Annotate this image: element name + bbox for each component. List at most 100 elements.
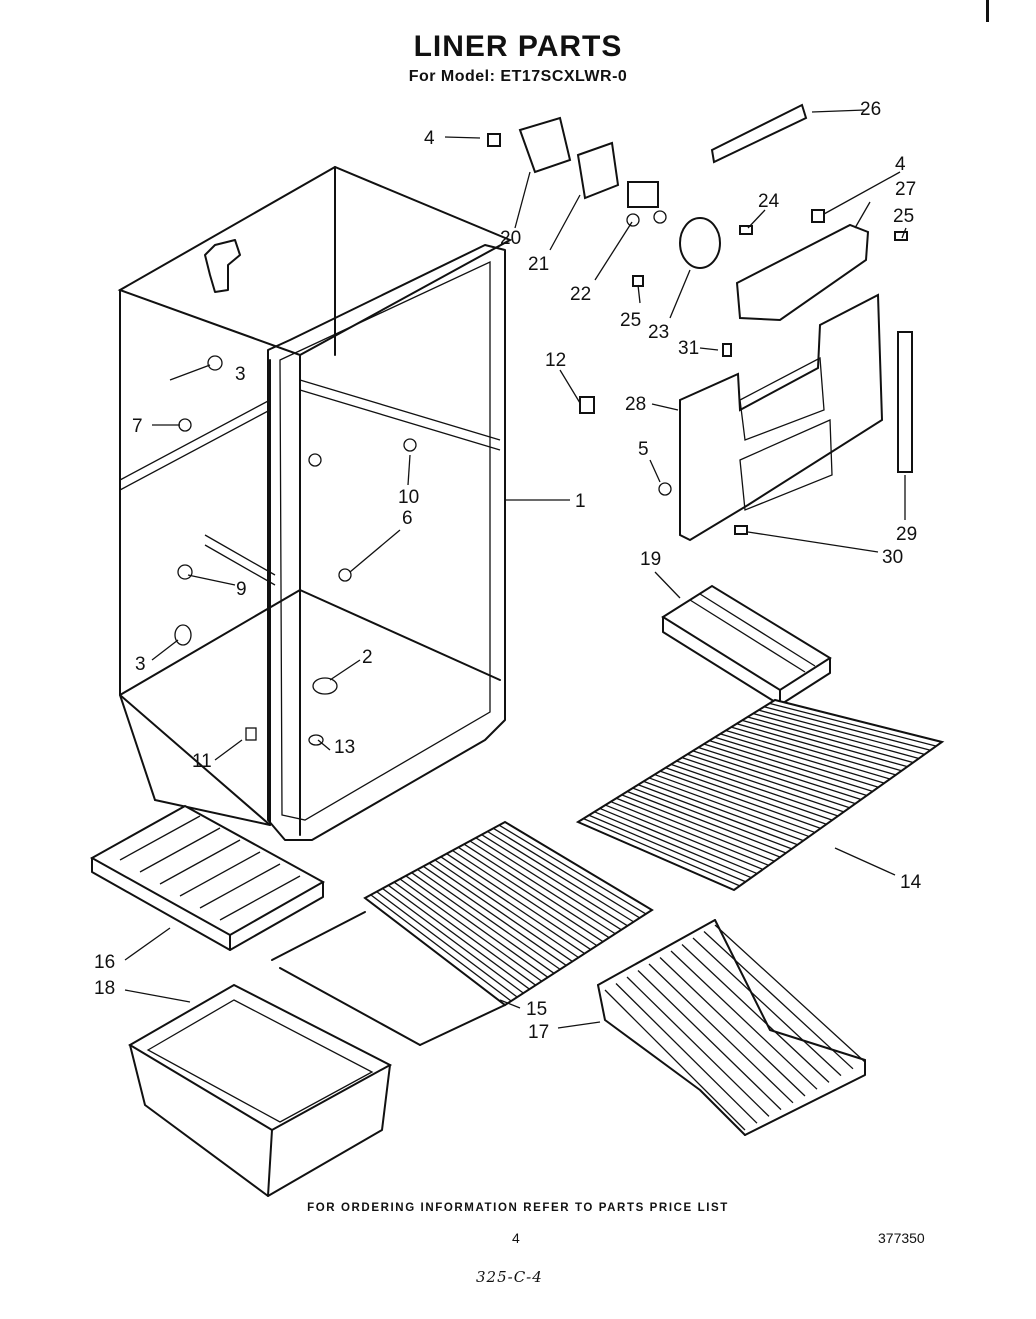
wire-rod	[736, 723, 902, 772]
wire-rod	[577, 821, 735, 891]
wire-rod	[731, 726, 896, 776]
wire-rod	[747, 716, 914, 764]
wire-rod	[758, 709, 925, 755]
wire-rod	[703, 931, 854, 1070]
wire-rod	[615, 983, 758, 1124]
callout-3: 3	[235, 364, 246, 385]
wire-rod	[434, 859, 579, 959]
wire-rod	[720, 733, 885, 784]
wire-rod	[457, 846, 604, 943]
callout-10: 10	[398, 487, 419, 508]
wire-rod	[692, 937, 842, 1077]
wire-rod	[637, 784, 798, 846]
wire-rod	[583, 818, 741, 887]
wire-rod	[588, 814, 746, 883]
wire-rod	[594, 811, 752, 879]
wire-shelf-large	[575, 698, 945, 892]
callout-18: 18	[94, 978, 115, 999]
wire-rod	[446, 853, 592, 951]
handwritten-note: 325-C-4	[476, 1268, 543, 1286]
callout-13: 13	[334, 737, 355, 758]
wire-rod	[681, 756, 844, 813]
wire-shelf-small	[271, 820, 654, 1046]
crisper-pan	[128, 983, 393, 1197]
callout-2: 2	[362, 647, 373, 668]
air-duct-cover	[579, 293, 913, 542]
wire-rod	[627, 790, 787, 854]
page-edge-mark	[986, 0, 989, 22]
wire-rod	[626, 976, 770, 1117]
wire-rod	[681, 944, 830, 1083]
callout-23: 23	[648, 322, 669, 343]
wire-rod	[692, 750, 856, 805]
wire-rod	[709, 740, 873, 792]
wire-rod	[616, 797, 775, 862]
crisper-cover	[89, 804, 326, 951]
callout-15: 15	[526, 999, 547, 1020]
wire-rod	[487, 830, 634, 923]
callout-29: 29	[896, 524, 917, 545]
wire-rod	[422, 865, 567, 966]
callout-26: 26	[860, 99, 881, 120]
callout-5: 5	[638, 439, 649, 460]
callout-7: 7	[132, 416, 143, 437]
wire-rod	[599, 807, 758, 875]
callout-6: 6	[402, 508, 413, 529]
callout-22: 22	[570, 284, 591, 305]
callout-31: 31	[678, 338, 699, 359]
callout-19: 19	[640, 549, 661, 570]
wire-rod	[498, 824, 647, 915]
wire-rod	[659, 957, 806, 1097]
callout-9: 9	[236, 579, 247, 600]
wire-rod	[665, 767, 827, 825]
wire-rod	[632, 787, 793, 850]
wire-rod	[648, 777, 810, 838]
wire-rod	[463, 843, 610, 939]
wire-rod	[399, 878, 543, 982]
callout-24: 24	[758, 191, 780, 212]
document-number: 377350	[878, 1230, 925, 1246]
wire-rod	[714, 736, 879, 788]
wire-rod	[452, 849, 598, 947]
wire-rod	[492, 827, 641, 919]
page-title: LINER PARTS	[413, 30, 623, 63]
wire-rod	[741, 719, 908, 768]
callout-1: 1	[575, 491, 586, 512]
wire-rod	[698, 746, 862, 801]
wire-rod	[769, 702, 937, 747]
wire-rod	[481, 834, 628, 927]
wire-rod	[643, 780, 804, 842]
wire-rod	[382, 887, 524, 994]
callout-20: 20	[500, 228, 521, 249]
wire-rod	[687, 753, 850, 809]
wire-rod	[604, 989, 746, 1131]
callout-labels: 4 20 21 22 23 25 24 26 4 27 25 31 12 28 …	[94, 99, 922, 1043]
ordering-info-footer: FOR ORDERING INFORMATION REFER TO PARTS …	[307, 1202, 729, 1214]
wire-rod	[605, 804, 764, 871]
callout-17: 17	[528, 1022, 549, 1043]
wire-rod	[621, 794, 781, 858]
wire-rod	[725, 729, 891, 780]
wire-rod	[405, 875, 549, 978]
page-number: 4	[512, 1230, 520, 1246]
callout-21: 21	[528, 254, 549, 275]
callout-30: 30	[882, 547, 903, 568]
callout-leaders	[124, 109, 907, 1029]
callout-16: 16	[94, 952, 115, 973]
wire-rod	[428, 862, 573, 962]
wire-rod	[714, 924, 866, 1063]
callout-12: 12	[545, 350, 566, 371]
callout-28: 28	[625, 394, 646, 415]
upper-components	[487, 103, 908, 357]
wire-rod	[370, 894, 512, 1002]
wire-rod	[376, 891, 518, 998]
wire-rod	[637, 970, 782, 1111]
wire-rod	[440, 856, 585, 955]
callout-11: 11	[192, 751, 212, 772]
callout-25: 25	[620, 310, 641, 331]
callout-25: 25	[893, 206, 914, 227]
model-subtitle: For Model: ET17SCXLWR-0	[408, 68, 628, 85]
liner-cabinet	[117, 165, 513, 841]
